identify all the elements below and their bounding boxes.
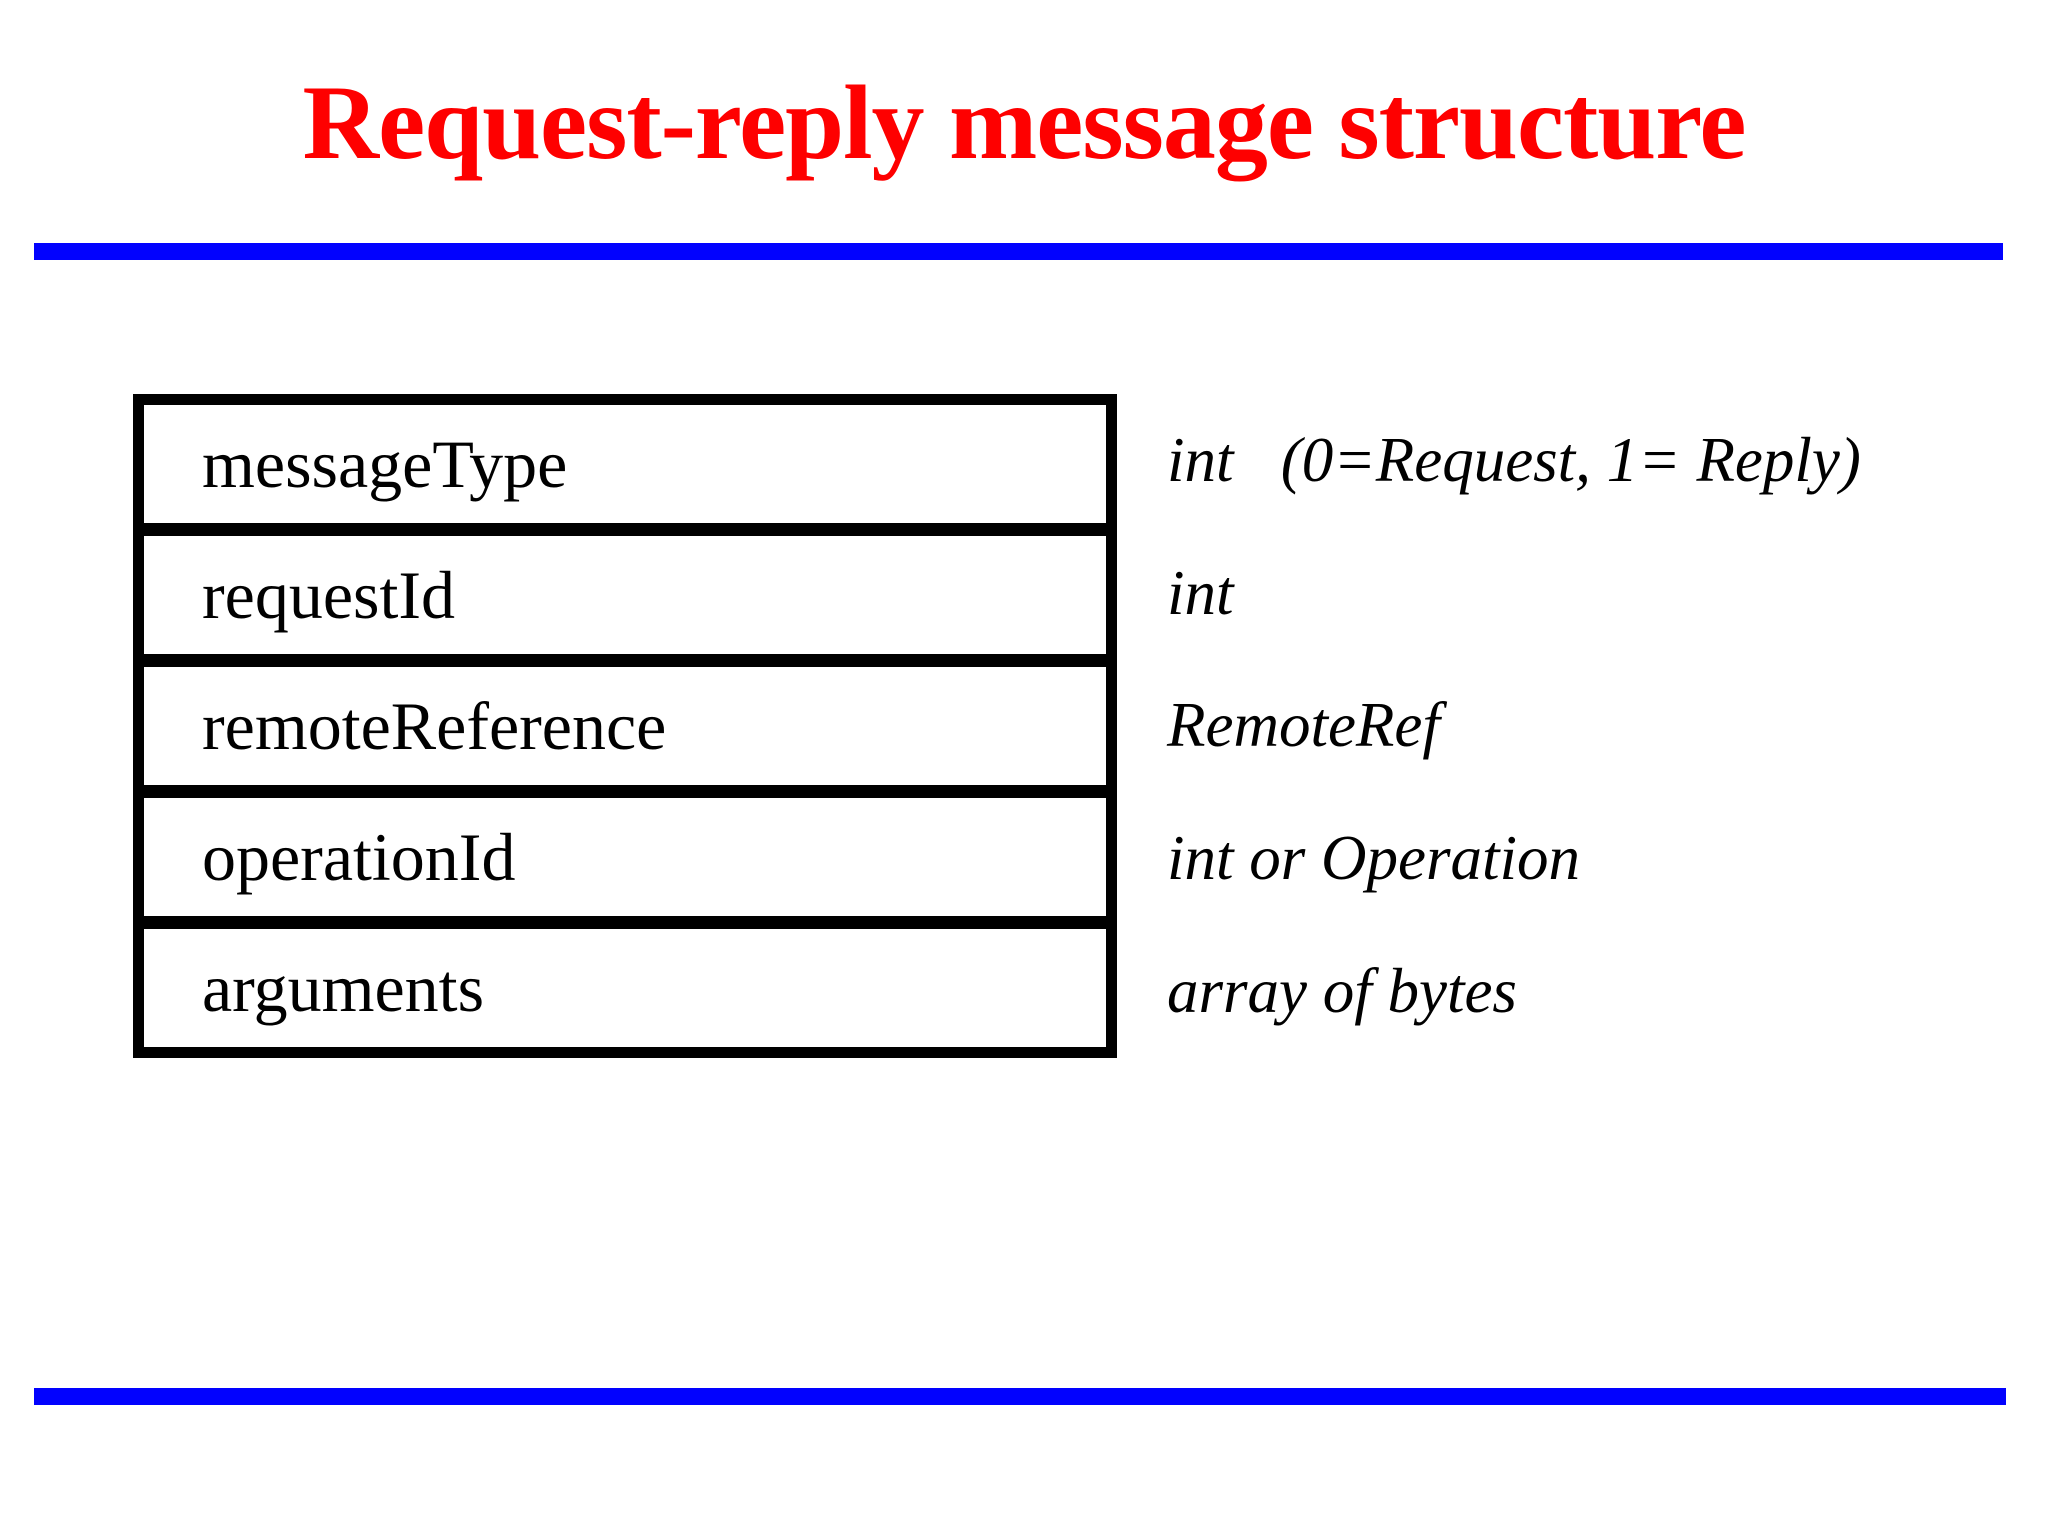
table-row: operationId bbox=[144, 798, 1106, 916]
table-row: messageType bbox=[144, 405, 1106, 523]
field-type-annotations: int (0=Request, 1= Reply) int RemoteRef … bbox=[1167, 394, 2027, 1058]
table-row: requestId bbox=[144, 536, 1106, 654]
annotation-row: int (0=Request, 1= Reply) bbox=[1167, 394, 2027, 527]
slide-title: Request-reply message structure bbox=[302, 64, 1747, 181]
message-structure-table: messageType requestId remoteReference op… bbox=[133, 394, 1117, 1058]
row-separator bbox=[144, 523, 1106, 536]
field-name-requestId: requestId bbox=[202, 556, 456, 633]
field-type-requestId: int bbox=[1167, 557, 1234, 628]
row-separator bbox=[144, 785, 1106, 798]
field-type-operationId: int or Operation bbox=[1167, 823, 1581, 894]
table-row: remoteReference bbox=[144, 667, 1106, 785]
field-name-messageType: messageType bbox=[202, 425, 568, 502]
field-type-messageType: int (0=Request, 1= Reply) bbox=[1167, 424, 1861, 495]
footer-rule bbox=[34, 1388, 2006, 1405]
field-name-operationId: operationId bbox=[202, 818, 516, 895]
field-type-arguments: array of bytes bbox=[1167, 956, 1517, 1027]
annotation-row: int bbox=[1167, 527, 2027, 660]
field-name-remoteReference: remoteReference bbox=[202, 687, 667, 764]
field-name-arguments: arguments bbox=[202, 949, 485, 1026]
title-underline-rule bbox=[34, 243, 2003, 260]
row-separator bbox=[144, 916, 1106, 929]
annotation-row: array of bytes bbox=[1167, 925, 2027, 1058]
table-row: arguments bbox=[144, 929, 1106, 1047]
annotation-row: int or Operation bbox=[1167, 792, 2027, 925]
annotation-row: RemoteRef bbox=[1167, 660, 2027, 793]
field-type-remoteReference: RemoteRef bbox=[1167, 690, 1440, 761]
row-separator bbox=[144, 654, 1106, 667]
